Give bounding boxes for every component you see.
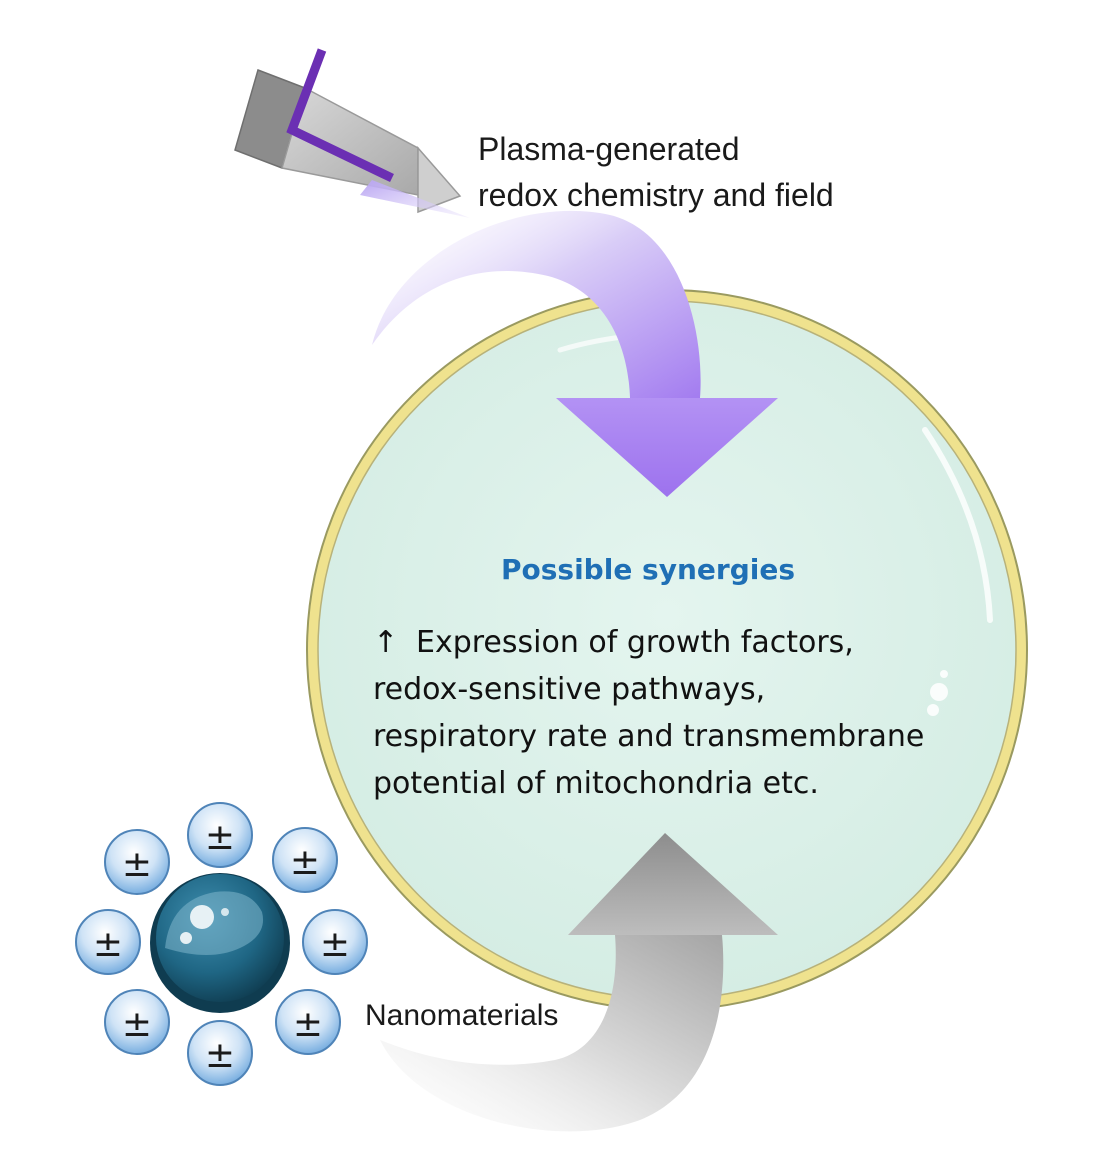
svg-text:±: ±: [290, 842, 320, 883]
svg-text:±: ±: [93, 924, 123, 965]
ion-icon: ±: [187, 802, 253, 868]
svg-text:±: ±: [122, 1004, 152, 1045]
ion-icon: ±: [275, 989, 341, 1055]
synergy-line1: Expression of growth factors,: [416, 625, 854, 660]
synergy-line3: respiratory rate and transmembrane: [373, 719, 924, 754]
ion-icon: ±: [272, 827, 338, 893]
synergy-description: ↑ Expression of growth factors, redox-se…: [373, 625, 924, 801]
nanoparticle-icon: ± ± ± ± ± ± ± ±: [75, 802, 368, 1086]
plasma-label-line1: Plasma-generated: [478, 131, 739, 167]
up-arrow-icon: ↑: [373, 625, 398, 660]
svg-text:±: ±: [205, 1035, 235, 1076]
nanoparticle-core: [150, 873, 290, 1013]
ion-icon: ±: [187, 1020, 253, 1086]
svg-text:±: ±: [122, 844, 152, 885]
cell-icon: [306, 289, 1028, 1011]
svg-text:±: ±: [293, 1004, 323, 1045]
svg-text:±: ±: [320, 924, 350, 965]
plasma-label-line2: redox chemistry and field: [478, 177, 834, 213]
synergy-line2: redox-sensitive pathways,: [373, 672, 765, 707]
nano-arrow: [380, 833, 778, 1132]
plasma-arrow: [372, 210, 778, 497]
synergy-line4: potential of mitochondria etc.: [373, 766, 819, 801]
ion-icon: ±: [104, 829, 170, 895]
ion-icon: ±: [104, 989, 170, 1055]
center-heading: Possible synergies: [501, 553, 795, 586]
nanomaterials-label: Nanomaterials: [365, 999, 558, 1032]
svg-text:±: ±: [205, 817, 235, 858]
ion-icon: ±: [75, 909, 141, 975]
plasma-jet-icon: [234, 48, 470, 218]
plasma-label: Plasma-generated redox chemistry and fie…: [478, 131, 834, 213]
ion-icon: ±: [302, 909, 368, 975]
